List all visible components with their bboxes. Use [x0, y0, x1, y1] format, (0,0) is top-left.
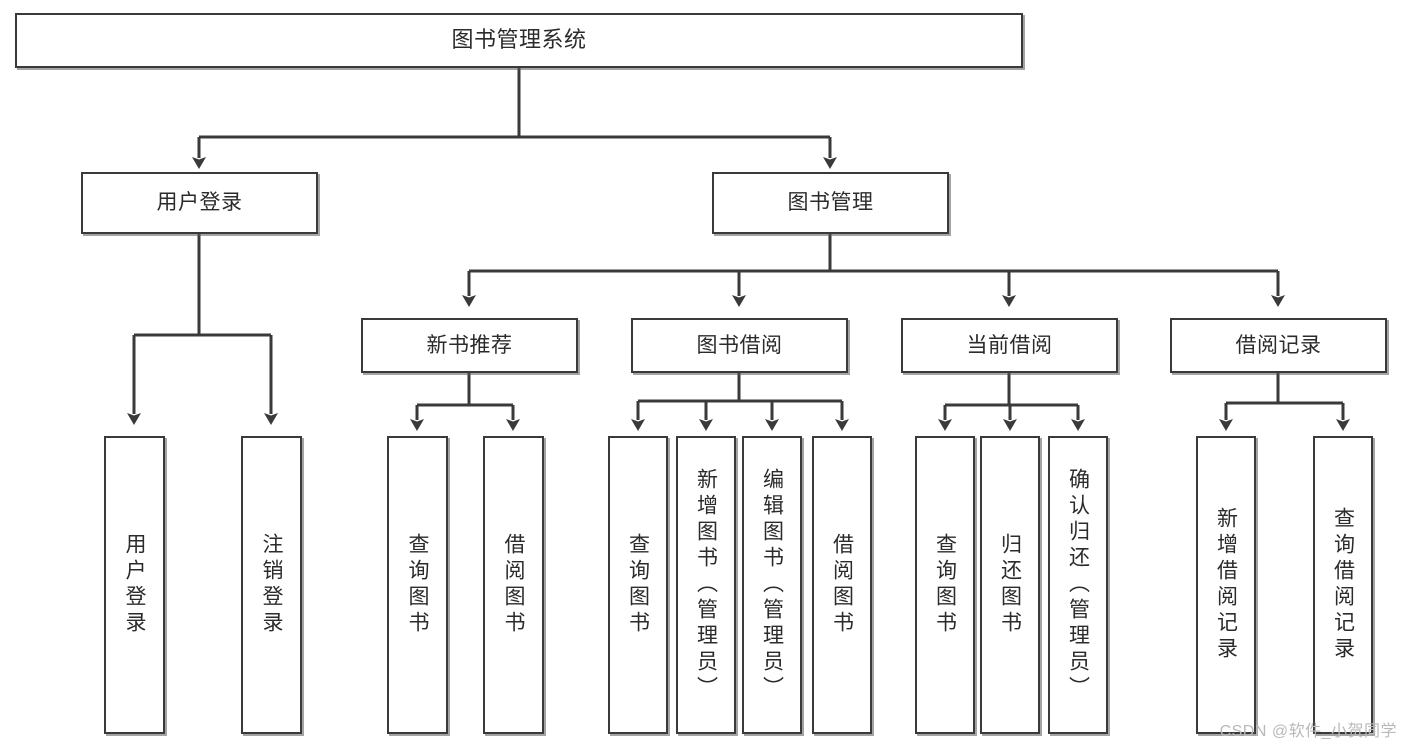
- leaf-new-book-borrow[interactable]: 借阅图书: [483, 436, 544, 734]
- node-label: 确认归还（管理员）: [1066, 468, 1090, 702]
- node-borrow-record[interactable]: 借阅记录: [1170, 318, 1387, 373]
- node-label: 借阅记录: [1235, 333, 1322, 357]
- node-label: 编辑图书（管理员）: [760, 468, 784, 702]
- leaf-user-login-logout[interactable]: 注销登录: [241, 436, 302, 734]
- leaf-current-borrow-return[interactable]: 归还图书: [980, 436, 1040, 734]
- node-label: 用户登录: [123, 533, 146, 637]
- node-label: 借阅图书: [830, 533, 854, 637]
- leaf-new-book-query[interactable]: 查询图书: [387, 436, 448, 734]
- leaf-borrow-record-query[interactable]: 查询借阅记录: [1313, 436, 1373, 734]
- node-label: 图书管理系统: [451, 27, 587, 53]
- node-label: 图书管理: [787, 191, 874, 215]
- node-label: 归还图书: [998, 533, 1022, 637]
- node-label: 查询图书: [406, 533, 429, 637]
- node-label: 查询图书: [626, 533, 650, 637]
- node-user-login[interactable]: 用户登录: [81, 172, 318, 234]
- node-current-borrow[interactable]: 当前借阅: [901, 318, 1118, 373]
- node-label: 新书推荐: [426, 333, 513, 357]
- node-label: 新增借阅记录: [1214, 507, 1238, 663]
- leaf-book-borrow-borrow[interactable]: 借阅图书: [812, 436, 872, 734]
- node-label: 查询借阅记录: [1331, 507, 1355, 663]
- node-label: 用户登录: [156, 191, 243, 215]
- node-label: 图书借阅: [696, 333, 783, 357]
- leaf-book-borrow-query[interactable]: 查询图书: [608, 436, 668, 734]
- node-book-management[interactable]: 图书管理: [712, 172, 949, 234]
- leaf-current-borrow-confirm-return[interactable]: 确认归还（管理员）: [1048, 436, 1108, 734]
- node-label: 查询图书: [933, 533, 957, 637]
- leaf-book-borrow-add[interactable]: 新增图书（管理员）: [676, 436, 736, 734]
- node-root-book-management-system[interactable]: 图书管理系统: [15, 13, 1023, 68]
- leaf-book-borrow-edit[interactable]: 编辑图书（管理员）: [742, 436, 802, 734]
- node-book-borrow[interactable]: 图书借阅: [631, 318, 848, 373]
- node-label: 当前借阅: [966, 333, 1053, 357]
- csdn-watermark: CSDN @软件_小贺同学: [1219, 723, 1397, 740]
- node-label: 新增图书（管理员）: [694, 468, 718, 702]
- node-label: 注销登录: [260, 533, 283, 637]
- node-new-book-recommend[interactable]: 新书推荐: [361, 318, 578, 373]
- leaf-user-login-login[interactable]: 用户登录: [104, 436, 165, 734]
- leaf-current-borrow-query[interactable]: 查询图书: [915, 436, 975, 734]
- node-label: 借阅图书: [502, 533, 525, 637]
- leaf-borrow-record-add[interactable]: 新增借阅记录: [1196, 436, 1256, 734]
